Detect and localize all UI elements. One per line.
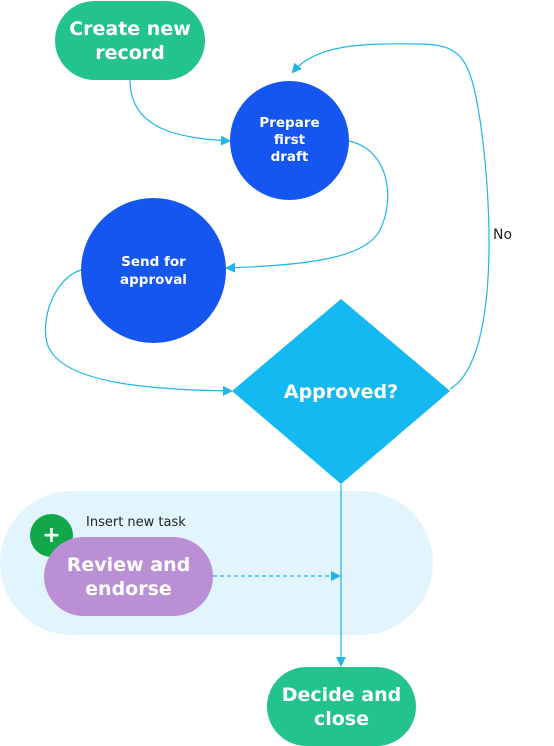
node-decide-and-close[interactable]: Decide and close: [267, 667, 416, 746]
edge-approved-no-to-prepare: [291, 43, 490, 390]
node-approved-label: Approved?: [232, 372, 450, 412]
node-prepare-first-draft[interactable]: Prepare first draft: [230, 81, 349, 200]
node-label-line: Review and: [66, 553, 191, 576]
edge-create-to-prepare: [129, 79, 231, 146]
node-label-line: endorse: [85, 577, 172, 600]
approved-decision-diamond[interactable]: [232, 299, 450, 484]
node-label-line: Prepare: [259, 115, 320, 131]
edge-send-to-approved: [44, 269, 233, 396]
node-label-line: Create new: [69, 17, 191, 40]
node-label-line: Approved?: [283, 381, 399, 403]
insert-task-label: Insert new task: [86, 515, 186, 530]
node-label-line: Decide and: [281, 683, 402, 706]
edge-prepare-to-send: [225, 140, 389, 273]
node-label-line: record: [95, 41, 165, 64]
edge-label-no: No: [493, 227, 513, 243]
node-review-and-endorse[interactable]: Review and endorse: [44, 537, 213, 616]
node-create-new-record[interactable]: Create new record: [55, 1, 205, 80]
node-label-line: draft: [270, 149, 309, 165]
plus-icon: +: [42, 523, 61, 548]
node-label-line: Send for: [121, 253, 186, 270]
node-send-for-approval[interactable]: Send for approval: [81, 198, 226, 343]
node-label-line: first: [273, 132, 306, 148]
node-label-line: close: [313, 707, 369, 730]
node-label-line: approval: [120, 271, 187, 288]
